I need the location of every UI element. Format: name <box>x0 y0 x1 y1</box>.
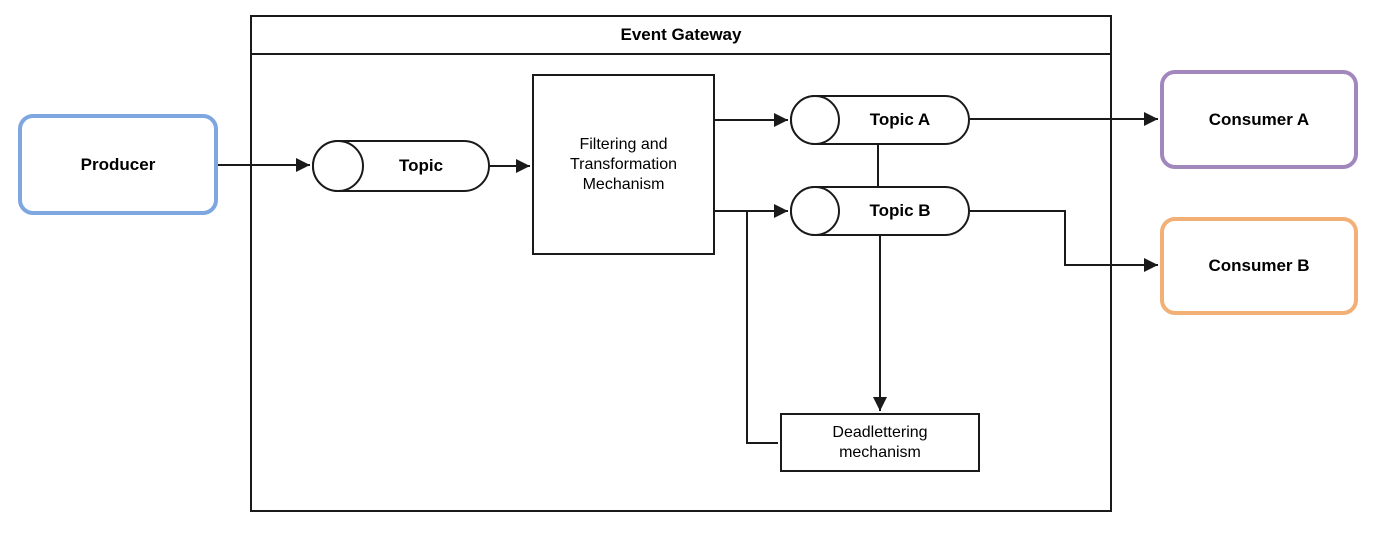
deadlettering-box: Deadlettering mechanism <box>780 413 980 472</box>
event-gateway-title-label: Event Gateway <box>620 25 742 44</box>
topic-label: Topic <box>398 156 444 175</box>
topic-b-label: Topic B <box>869 201 931 220</box>
filtering-label: Filtering and Transformation Mechanism <box>570 135 677 195</box>
event-gateway-container: Event Gateway <box>250 15 1112 512</box>
producer-label: Producer <box>80 154 156 174</box>
producer-node: Producer <box>18 114 218 215</box>
queue-cap-icon <box>312 140 364 192</box>
consumer-a-node: Consumer A <box>1160 70 1358 169</box>
consumer-b-label: Consumer B <box>1208 256 1310 275</box>
queue-cap-icon <box>790 186 840 236</box>
topic-a-label: Topic A <box>869 110 931 129</box>
topic-b-queue: Topic B <box>790 186 970 236</box>
topic-queue: Topic <box>312 140 490 192</box>
queue-cap-icon <box>790 95 840 145</box>
filtering-line-3: Mechanism <box>582 175 665 193</box>
deadlettering-line-2: mechanism <box>839 443 921 461</box>
consumer-a-label: Consumer A <box>1208 109 1310 129</box>
filtering-line-2: Transformation <box>570 155 677 173</box>
event-gateway-title: Event Gateway <box>252 17 1110 55</box>
filtering-line-1: Filtering and <box>579 135 668 153</box>
topic-a-queue: Topic A <box>790 95 970 145</box>
consumer-b-node: Consumer B <box>1160 217 1358 315</box>
deadlettering-label: Deadlettering mechanism <box>832 423 927 463</box>
filtering-transformation-box: Filtering and Transformation Mechanism <box>532 74 715 255</box>
deadlettering-line-1: Deadlettering <box>832 423 928 441</box>
